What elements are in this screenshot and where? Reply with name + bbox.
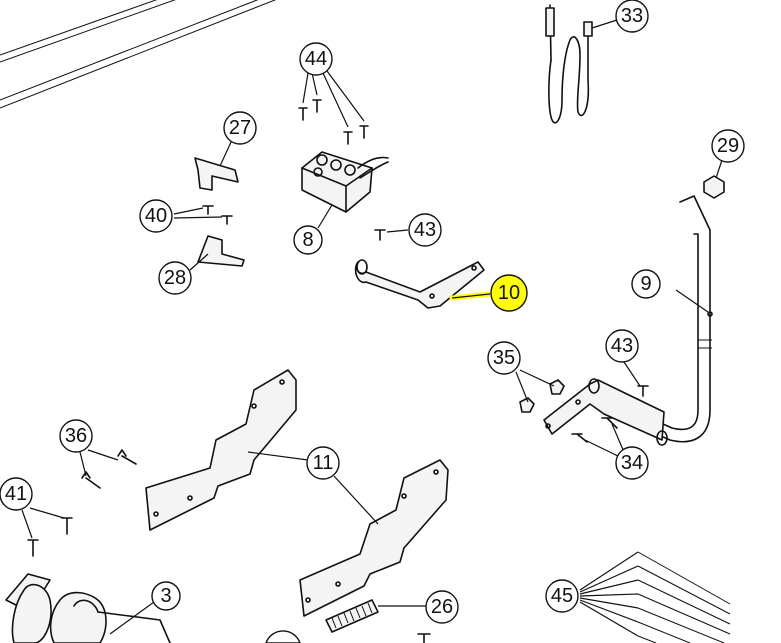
callout-43-lower: 43 bbox=[605, 329, 639, 363]
part-33-wire-harness bbox=[545, 4, 618, 124]
callout-33: 33 bbox=[615, 0, 649, 33]
frame-rail bbox=[0, 0, 277, 109]
part-45-wires bbox=[579, 551, 731, 643]
part-34-bolts bbox=[571, 417, 625, 459]
callout-40: 40 bbox=[139, 199, 173, 233]
callout-43-lower-label: 43 bbox=[611, 335, 633, 357]
callout-27-label: 27 bbox=[229, 117, 251, 139]
part-44-screws bbox=[298, 70, 369, 145]
callout-34: 34 bbox=[615, 446, 649, 480]
callout-35-label: 35 bbox=[493, 347, 515, 369]
callout-10: 10 bbox=[490, 274, 528, 312]
part-29-knob bbox=[703, 159, 725, 199]
part-11-side-plate-right bbox=[299, 459, 449, 617]
callout-3-label: 3 bbox=[160, 585, 171, 607]
part-36-bolts bbox=[79, 449, 137, 489]
part-35-nuts bbox=[515, 369, 565, 413]
callout-36-label: 36 bbox=[65, 425, 87, 447]
callout-45: 45 bbox=[545, 579, 579, 613]
part-43-screw-upper bbox=[374, 229, 409, 241]
callout-9: 9 bbox=[631, 269, 661, 299]
callout-8: 8 bbox=[293, 225, 323, 255]
callout-11-label: 11 bbox=[313, 452, 334, 474]
part-26-spring bbox=[325, 599, 431, 643]
callout-45-label: 45 bbox=[551, 585, 573, 607]
callout-26: 26 bbox=[425, 590, 459, 624]
part-8-solenoid-block bbox=[301, 151, 389, 229]
callout-3: 3 bbox=[151, 581, 181, 611]
part-11-side-plate-left bbox=[145, 369, 309, 531]
part-28-bracket bbox=[189, 235, 245, 271]
callout-40-label: 40 bbox=[145, 205, 167, 227]
part-40-screws bbox=[173, 205, 233, 225]
callout-8-label: 8 bbox=[302, 229, 313, 251]
callout-34-label: 34 bbox=[621, 452, 643, 474]
part-10-handle-mount bbox=[354, 259, 493, 309]
callout-28-label: 28 bbox=[164, 267, 186, 289]
callout-28: 28 bbox=[158, 261, 192, 295]
callout-44-label: 44 bbox=[305, 48, 327, 70]
callout-29-label: 29 bbox=[717, 135, 739, 157]
part-9-handle-lever bbox=[599, 195, 713, 443]
callout-43-upper-label: 43 bbox=[414, 219, 436, 241]
callout-29: 29 bbox=[711, 129, 745, 163]
callout-43-upper: 43 bbox=[408, 213, 442, 247]
part-3-winch-motor bbox=[5, 573, 171, 643]
callout-33-label: 33 bbox=[621, 5, 643, 27]
part-41-bolts bbox=[21, 507, 73, 557]
callout-26-label: 26 bbox=[431, 596, 453, 618]
callout-partial bbox=[265, 630, 301, 643]
callout-11: 11 bbox=[306, 446, 340, 480]
callout-36: 36 bbox=[59, 419, 93, 453]
callout-44: 44 bbox=[299, 42, 333, 76]
callout-41: 41 bbox=[0, 477, 33, 511]
callout-10-label: 10 bbox=[498, 282, 520, 304]
callout-35: 35 bbox=[487, 341, 521, 375]
part-27-bracket bbox=[194, 139, 239, 191]
callout-41-label: 41 bbox=[5, 483, 27, 505]
part-handle-mount-lower bbox=[543, 378, 668, 446]
part-43-screw-lower bbox=[623, 361, 649, 397]
callout-9-label: 9 bbox=[640, 273, 651, 295]
callout-27: 27 bbox=[223, 111, 257, 145]
